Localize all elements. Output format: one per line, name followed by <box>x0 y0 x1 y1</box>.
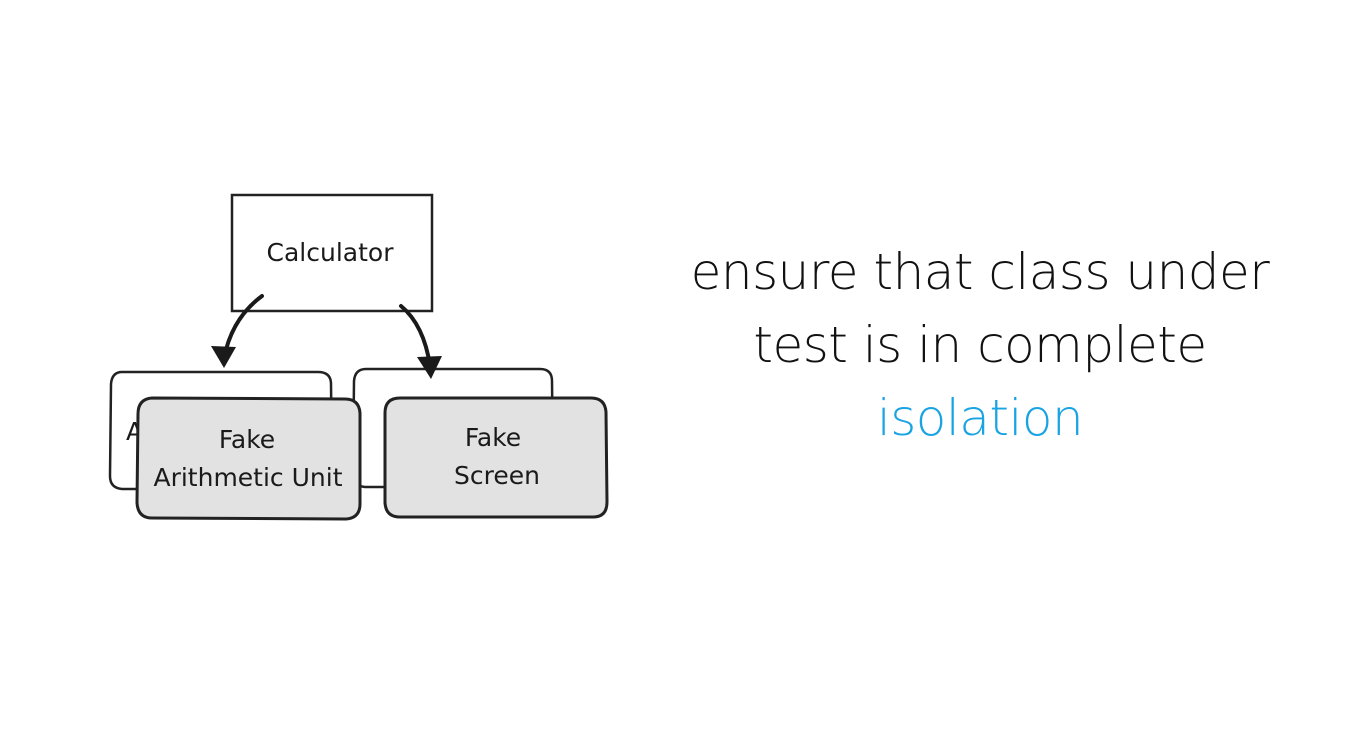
caption-line-2: test is in complete <box>753 316 1207 374</box>
fake-screen-box: Fake Screen <box>383 396 609 519</box>
fake-arithmetic-unit-box: Fake Arithmetic Unit <box>135 396 362 521</box>
fake-screen-line1: Fake <box>465 423 521 452</box>
fake-arithmetic-line1: Fake <box>219 425 275 454</box>
arrow-to-screen-head <box>417 356 442 379</box>
arrow-to-screen <box>399 304 442 379</box>
caption-line-3-accent: isolation <box>876 389 1084 447</box>
arrow-to-arithmetic <box>211 294 264 368</box>
slide-caption: ensure that class under test is in compl… <box>660 236 1300 455</box>
calculator-box: Calculator <box>230 193 434 313</box>
calculator-label: Calculator <box>267 238 395 267</box>
fake-screen-line2: Screen <box>454 461 540 490</box>
arrow-to-arithmetic-head <box>211 346 236 368</box>
caption-line-1: ensure that class under <box>690 243 1270 301</box>
fake-arithmetic-line2: Arithmetic Unit <box>153 463 342 492</box>
